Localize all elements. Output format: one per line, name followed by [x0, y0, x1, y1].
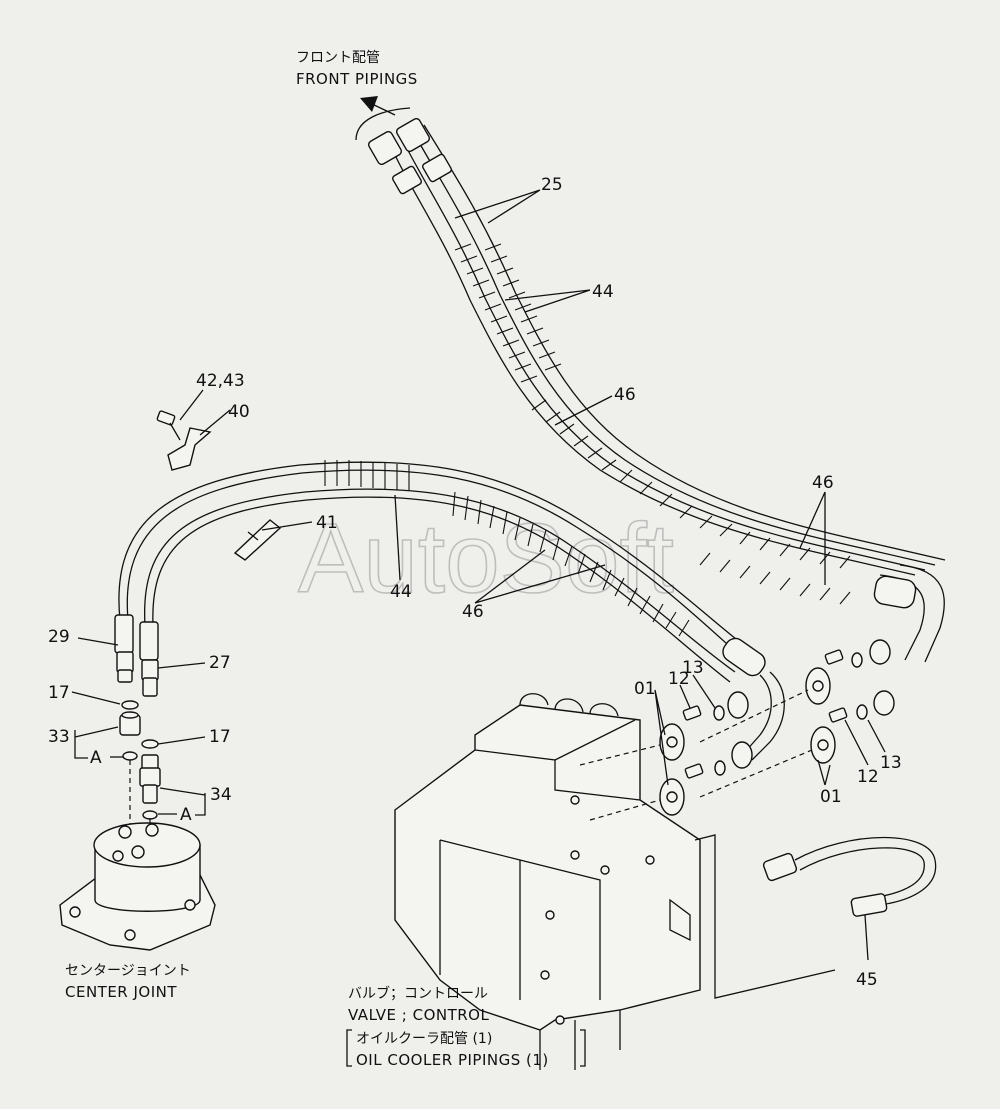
- center-joint-jp: センタージョイント: [65, 963, 191, 979]
- oil-cooler-jp: オイルクーラ配管 (1): [356, 1031, 492, 1047]
- control-valve: [394, 693, 701, 1070]
- callout-13-right: 13: [880, 753, 902, 773]
- callout-a-left: A: [90, 748, 102, 768]
- bracket-and-bolt: [156, 410, 282, 561]
- callout-12-left: 12: [668, 669, 690, 689]
- callout-40: 40: [228, 402, 250, 422]
- callout-41: 41: [316, 513, 338, 533]
- callout-42-43: 42,43: [196, 371, 245, 391]
- callout-01-left: 01: [634, 679, 656, 699]
- flange-set-right: [805, 639, 895, 764]
- hose-fittings-29-27: [114, 614, 159, 697]
- callout-17-left: 17: [48, 683, 70, 703]
- hose-45: [762, 836, 937, 917]
- valve-control-en: VALVE ; CONTROL: [348, 1006, 489, 1024]
- callout-29: 29: [48, 627, 70, 647]
- front-hose-pair: [368, 118, 946, 663]
- callout-34: 34: [210, 785, 232, 805]
- oil-cooler-en: OIL COOLER PIPINGS (1): [356, 1051, 549, 1069]
- front-arrow-icon: [355, 96, 411, 141]
- callout-46-right: 46: [812, 473, 834, 493]
- callout-17-right: 17: [209, 727, 231, 747]
- center-joint: [59, 822, 216, 951]
- spring-guard-center: [324, 460, 690, 637]
- flange-set-left: [659, 705, 726, 816]
- guide-lines: [579, 689, 836, 999]
- adapters-and-orings: [119, 700, 161, 840]
- callout-12-right: 12: [857, 767, 879, 787]
- center-hose-pair: [118, 460, 785, 769]
- callout-27: 27: [209, 653, 231, 673]
- callout-13-left: 13: [682, 658, 704, 678]
- center-joint-en: CENTER JOINT: [65, 983, 177, 1001]
- callout-01-right: 01: [820, 787, 842, 807]
- callout-33: 33: [48, 727, 70, 747]
- bracket-left: [346, 1029, 352, 1067]
- callout-25: 25: [541, 175, 563, 195]
- callout-45: 45: [856, 970, 878, 990]
- callout-44-top: 44: [592, 282, 614, 302]
- leader-lines: [71, 189, 886, 961]
- valve-control-jp: バルブ；コントロール: [348, 985, 488, 1002]
- callout-46-top: 46: [614, 385, 636, 405]
- front-pipings-en: FRONT PIPINGS: [296, 70, 418, 88]
- front-pipings-jp: フロント配管: [296, 50, 380, 66]
- watermark: AutoSoft: [298, 503, 674, 613]
- callout-44-mid: 44: [390, 582, 412, 602]
- bracket-right: [580, 1029, 586, 1067]
- callout-46-mid: 46: [462, 602, 484, 622]
- callout-a-right: A: [180, 805, 192, 825]
